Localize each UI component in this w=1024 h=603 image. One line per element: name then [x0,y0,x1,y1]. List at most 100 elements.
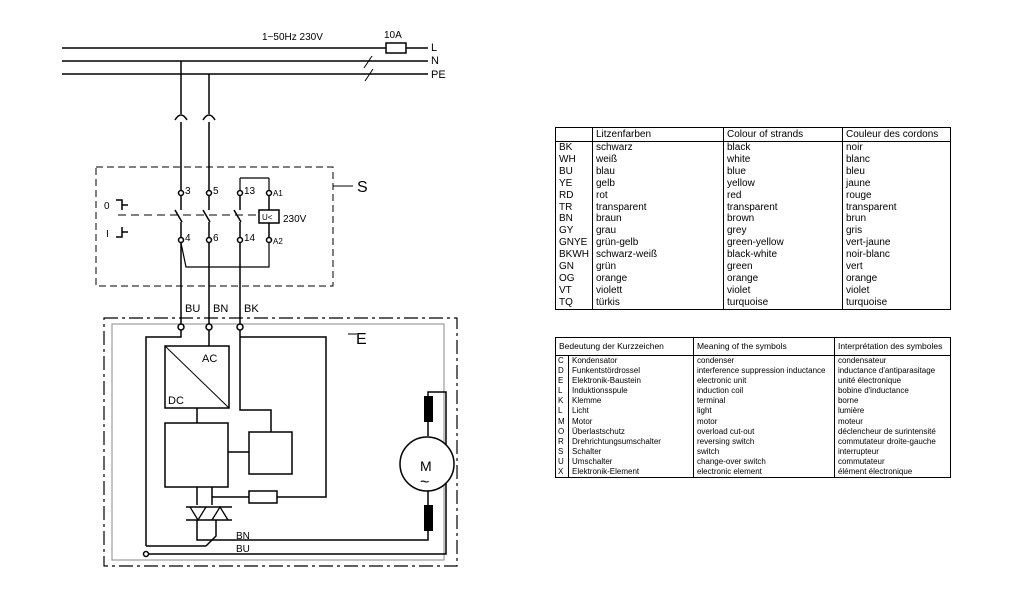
fuse-label: 10A [384,30,402,41]
triac-symbol [189,505,229,522]
cell: yellow [723,177,843,190]
cell: change-over switch [692,456,835,468]
colour-table-header: Litzenfarben Colour of strands Couleur d… [555,127,951,142]
cell: X [558,467,564,477]
cell: Induktionsspule [568,386,694,397]
cell: K [558,396,564,406]
cell: Elektronik-Element [568,467,694,478]
terminal-13: 13 [244,186,256,197]
cell: U [558,456,564,466]
cell: GY [559,225,574,237]
wire-bn-label: BN [213,303,228,315]
terminal-4: 4 [185,233,191,244]
cell: YE [559,177,573,189]
terminal-5: 5 [213,186,219,197]
cell: blau [592,165,724,178]
converter-dc-label: DC [168,395,184,407]
cell: orange [592,272,724,285]
cell: RD [559,189,574,201]
cell: violet [723,284,843,297]
cell: grün [592,261,724,273]
cell: unité électronique [833,376,951,387]
cell: Klemme [568,396,694,407]
cell: Funkentstördrossel [568,366,694,377]
switch-block [95,166,334,287]
cell: electronic element [692,467,835,478]
cell: interrupteur [833,446,951,457]
cell: D [558,366,564,376]
colour-header-en: Colour of strands [723,127,843,142]
cell: L [558,406,563,416]
cell: blue [723,165,843,178]
cell: orange [723,272,843,285]
cell: moteur [833,416,951,427]
cell: Umschalter [568,456,694,468]
cell: brown [723,213,843,226]
symbol-table-header: Bedeutung der Kurzzeichen Meaning of the… [555,337,951,356]
symbol-header-en: Meaning of the symbols [692,337,835,356]
cell: orange [842,272,951,285]
symbol-table: Bedeutung der Kurzzeichen Meaning of the… [555,337,951,479]
cell: rouge [842,189,951,202]
symbol-header-fr: Interprétation des symboles [833,337,951,356]
cell: green [723,261,843,273]
colour-header-code [555,127,593,142]
line-pe-label: PE [431,69,446,81]
cell: déclencheur de surintensité [833,426,951,437]
cell: condenser [692,355,835,367]
cell: BN [559,213,573,225]
supply-label: 1~50Hz 230V [262,32,323,43]
cell: induction coil [692,386,835,397]
cell: gris [842,225,951,238]
motor-tilde: ~ [420,474,429,491]
cell: jaune [842,177,951,190]
cell: reversing switch [692,436,835,447]
motor-symbol [399,436,455,492]
terminal-3: 3 [185,186,191,197]
cell: turquoise [723,296,843,310]
cell: noir [842,141,951,154]
cell: O [558,426,565,436]
cell: electronic unit [692,376,835,387]
cell: grey [723,225,843,238]
cell: C [558,356,564,365]
cell: M [558,416,565,426]
auxiliary-module [248,431,293,475]
cell: Motor [568,416,694,427]
cell: weiß [592,153,724,166]
cell: GN [559,261,574,273]
cell: OG [559,272,575,284]
cell: TR [559,201,573,213]
cell: élément électronique [833,467,951,478]
colour-header-de: Litzenfarben [592,127,724,142]
cell: gelb [592,177,724,190]
cell: borne [833,396,951,407]
motor-label: M [420,458,432,474]
cell: E [558,376,564,386]
cell: bleu [842,165,951,178]
electronics-block-label: E [356,331,367,348]
cell: rot [592,189,724,202]
bottom-wire-bn-label: BN [236,531,250,542]
cell: white [723,153,843,166]
cell: black [723,141,843,154]
cell: BU [559,165,573,177]
cell: inductance d'antiparasitage [833,366,951,377]
cell: noir-blanc [842,249,951,262]
cell: S [558,446,564,456]
cell: Licht [568,406,694,417]
cell: vert-jaune [842,237,951,250]
cell: violett [592,284,724,297]
cell: red [723,189,843,202]
